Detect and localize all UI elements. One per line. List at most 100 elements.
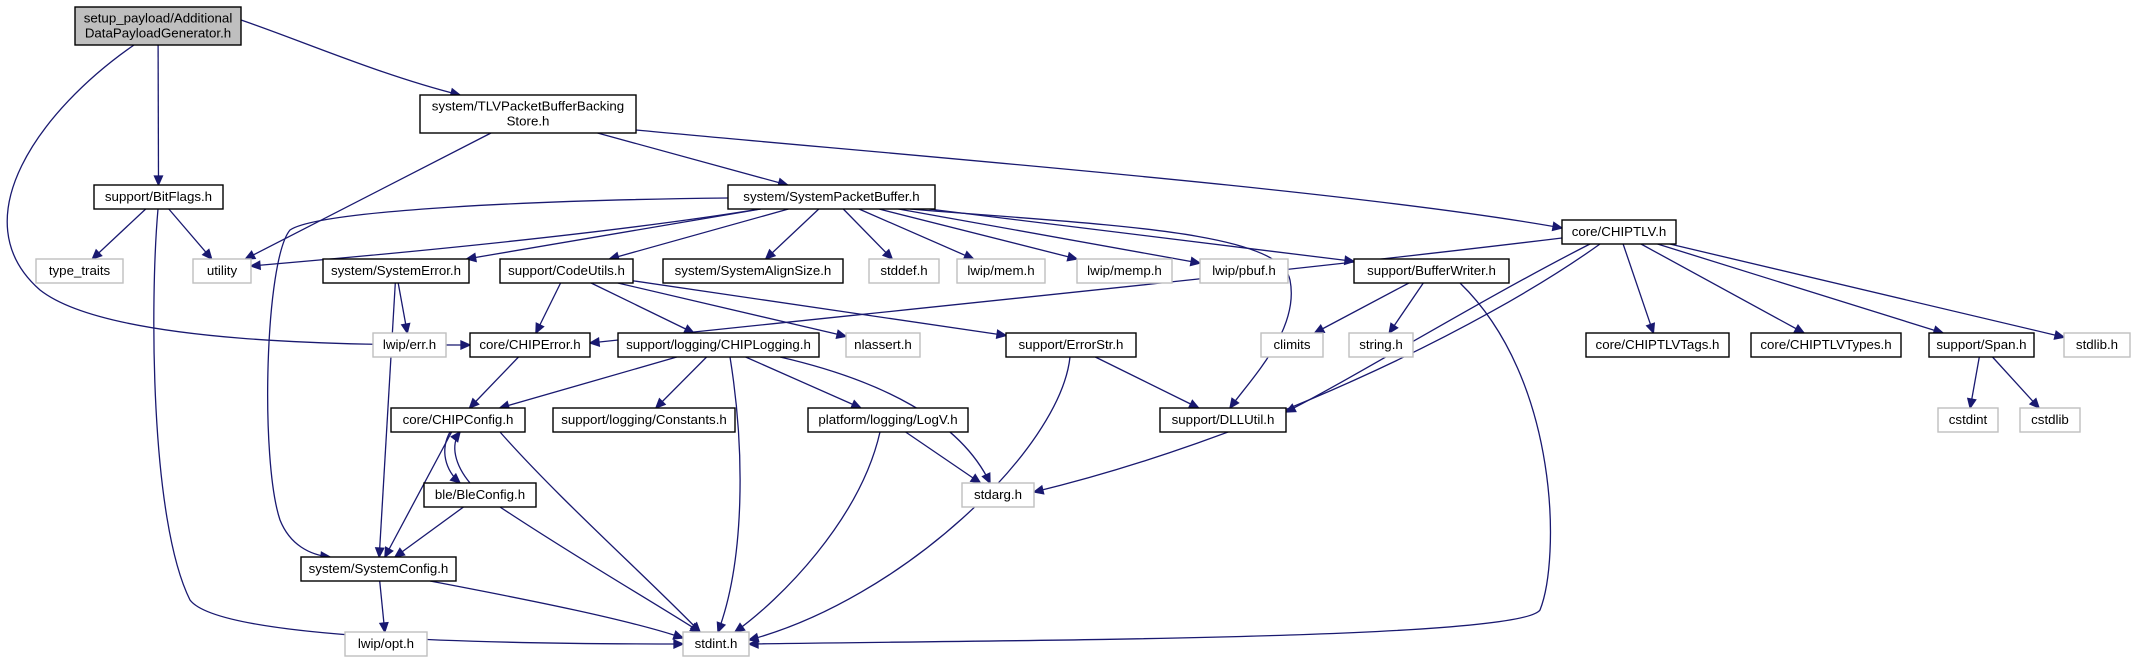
edge-syserror-to-sysconfig xyxy=(374,282,396,559)
node-label: lwip/opt.h xyxy=(358,636,414,651)
node-label: support/BufferWriter.h xyxy=(1367,263,1496,278)
edge-line xyxy=(748,356,1071,641)
edge-bufwriter-to-stdint xyxy=(747,282,1552,649)
node-label: setup_payload/Additional xyxy=(84,11,233,26)
arrowhead-icon xyxy=(1313,324,1326,334)
edge-line xyxy=(745,356,862,409)
arrowhead-icon xyxy=(995,329,1008,340)
edge-line xyxy=(878,208,1078,260)
arrowhead-icon xyxy=(1966,397,1977,410)
edge-bleconfig-to-stdint xyxy=(499,506,702,633)
edge-syspbuf-to-stddef xyxy=(842,208,894,261)
edge-chipconfig-to-sysconfig xyxy=(384,431,453,559)
edge-sysconfig-to-lwipopt xyxy=(378,580,389,634)
node-box xyxy=(300,556,457,582)
arrowhead-icon xyxy=(654,397,667,410)
node-box xyxy=(1199,258,1289,284)
node-tlvtypes[interactable]: core/CHIPTLVTypes.h xyxy=(1750,332,1902,358)
edge-line xyxy=(499,356,677,409)
edge-syspbuf-to-lwipmemp xyxy=(878,208,1079,262)
edge-span-to-cstdint xyxy=(1966,356,1980,410)
node-box xyxy=(2063,332,2131,358)
edge-codeutils-to-chiplogging xyxy=(590,282,696,334)
node-box xyxy=(372,332,447,358)
node-logconstants[interactable]: support/logging/Constants.h xyxy=(552,407,736,433)
node-box xyxy=(727,184,936,210)
node-box xyxy=(423,482,537,508)
arrowhead-icon xyxy=(881,248,894,261)
node-label: support/BitFlags.h xyxy=(105,189,212,204)
node-chiptlv[interactable]: core/CHIPTLV.h xyxy=(1561,219,1677,245)
edge-line xyxy=(378,282,396,558)
node-chiplogging[interactable]: support/logging/CHIPLogging.h xyxy=(617,332,820,358)
node-tlvtags[interactable]: core/CHIPTLVTags.h xyxy=(1585,332,1730,358)
edge-syserror-to-lwiperr xyxy=(397,282,411,335)
edge-chiptlv-to-span xyxy=(1657,243,1945,335)
node-alignsize[interactable]: system/SystemAlignSize.h xyxy=(662,258,844,284)
edge-line xyxy=(469,356,519,409)
node-box xyxy=(961,482,1035,508)
node-climits: climits xyxy=(1260,332,1324,358)
node-chiperror[interactable]: core/CHIPError.h xyxy=(469,332,591,358)
node-label: lwip/mem.h xyxy=(967,263,1034,278)
node-label: platform/logging/LogV.h xyxy=(818,412,957,427)
edge-line xyxy=(734,431,881,633)
arrowhead-icon xyxy=(716,621,727,634)
node-logv[interactable]: platform/logging/LogV.h xyxy=(807,407,969,433)
node-bitflags[interactable]: support/BitFlags.h xyxy=(93,184,224,210)
node-errorstr[interactable]: support/ErrorStr.h xyxy=(1005,332,1137,358)
node-box xyxy=(1159,407,1287,433)
node-box xyxy=(662,258,844,284)
arrowhead-icon xyxy=(201,248,213,261)
node-root[interactable]: setup_payload/AdditionalDataPayloadGener… xyxy=(74,6,242,46)
node-box xyxy=(192,258,252,284)
edge-codeutils-to-errorstr xyxy=(632,280,1008,340)
arrowhead-icon xyxy=(733,622,746,633)
edge-line xyxy=(1657,243,1944,334)
edge-chiplogging-to-stdarg xyxy=(779,356,991,485)
edge-line xyxy=(717,356,741,633)
edge-sysconfig-to-stdint xyxy=(429,580,685,640)
node-nlassert: nlassert.h xyxy=(845,332,921,358)
edge-line xyxy=(429,580,684,639)
node-label: lwip/memp.h xyxy=(1087,263,1162,278)
node-syserror[interactable]: system/SystemError.h xyxy=(322,258,470,284)
arrowhead-icon xyxy=(962,250,975,260)
node-label: system/SystemPacketBuffer.h xyxy=(743,189,919,204)
edge-logv-to-stdarg xyxy=(905,431,982,484)
node-box xyxy=(35,258,124,284)
node-label: support/Span.h xyxy=(1936,337,2026,352)
node-stdlib: stdlib.h xyxy=(2063,332,2131,358)
node-box xyxy=(1076,258,1173,284)
node-stdint: stdint.h xyxy=(682,631,750,657)
edge-syspbuf-to-syserror xyxy=(465,208,762,263)
node-label: support/ErrorStr.h xyxy=(1019,337,1124,352)
node-bleconfig[interactable]: ble/BleConfig.h xyxy=(423,482,537,508)
node-span[interactable]: support/Span.h xyxy=(1928,332,2035,358)
node-codeutils[interactable]: support/CodeUtils.h xyxy=(499,258,634,284)
node-dllutil[interactable]: support/DLLUtil.h xyxy=(1159,407,1287,433)
edge-syspbuf-to-lwippbuf xyxy=(898,208,1202,267)
node-box xyxy=(2019,407,2081,433)
node-syspbuf[interactable]: system/SystemPacketBuffer.h xyxy=(727,184,936,210)
edge-chiperror-to-chipconfig xyxy=(468,356,519,410)
node-label: core/CHIPTLV.h xyxy=(1572,224,1667,239)
node-box xyxy=(807,407,969,433)
node-lwipmem: lwip/mem.h xyxy=(956,258,1046,284)
edge-root-to-bitflags xyxy=(153,44,164,187)
edge-line xyxy=(858,208,974,260)
edge-line xyxy=(6,44,471,346)
node-stdarg: stdarg.h xyxy=(961,482,1035,508)
node-bufwriter[interactable]: support/BufferWriter.h xyxy=(1353,258,1510,284)
edge-line xyxy=(609,208,789,260)
arrowhead-icon xyxy=(1793,323,1806,334)
node-label: support/logging/CHIPLogging.h xyxy=(626,337,811,352)
node-sysconfig[interactable]: system/SystemConfig.h xyxy=(300,556,457,582)
node-chipconfig[interactable]: core/CHIPConfig.h xyxy=(390,407,526,433)
edge-syspbuf-to-bufwriter xyxy=(928,208,1356,266)
node-stddef: stddef.h xyxy=(868,258,940,284)
node-box xyxy=(868,258,940,284)
node-box xyxy=(1005,332,1137,358)
edge-line xyxy=(394,506,464,558)
